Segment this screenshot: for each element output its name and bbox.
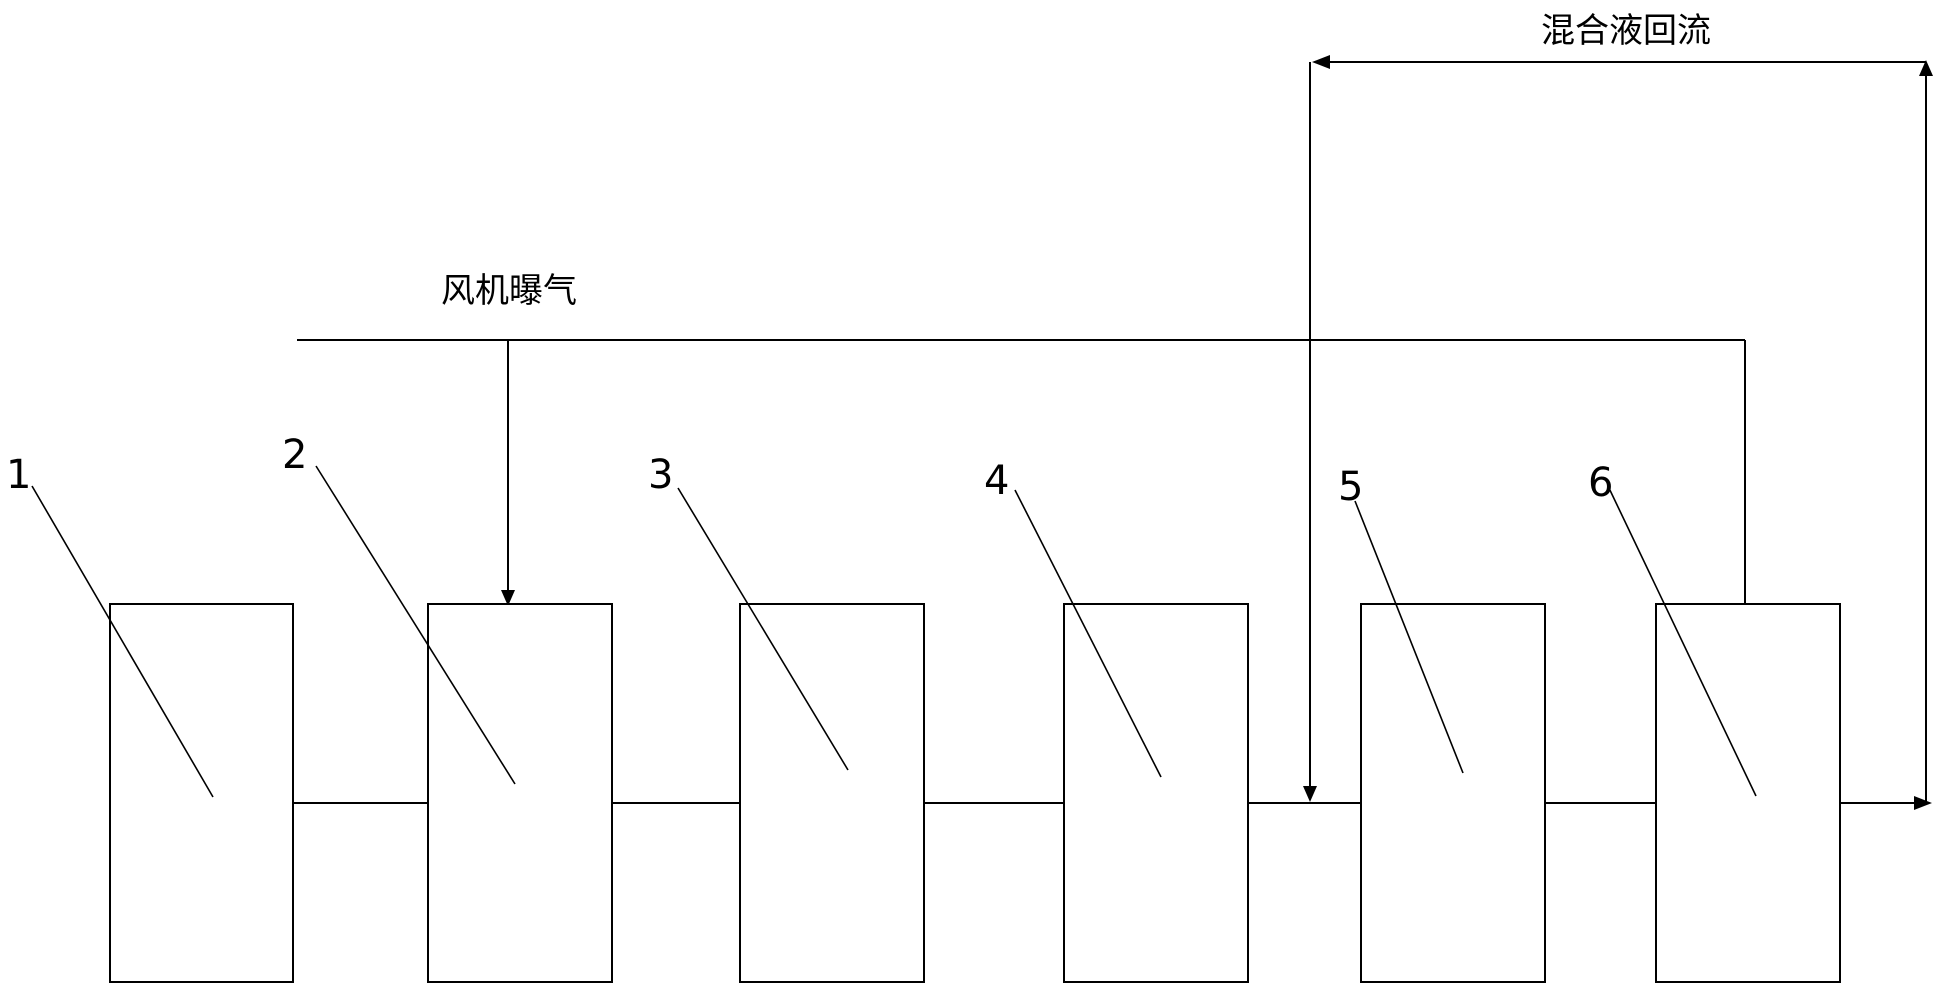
tank-1 — [109, 603, 294, 983]
recycle-up-arrowhead — [1919, 60, 1933, 76]
leader-line-3 — [677, 487, 849, 771]
leader-line-1 — [31, 485, 214, 798]
tank-number-6: 6 — [1588, 460, 1613, 506]
effluent-arrowhead — [1914, 796, 1932, 810]
recycle-left-arrowhead — [1312, 55, 1330, 69]
recycle-down-arrowhead — [1303, 786, 1317, 802]
tank-2 — [427, 603, 613, 983]
leader-line-5 — [1354, 500, 1464, 774]
tank-number-1: 1 — [6, 452, 31, 498]
tank-number-3: 3 — [648, 452, 673, 498]
tank-number-5: 5 — [1338, 464, 1363, 510]
leader-line-6 — [1607, 485, 1757, 797]
leader-line-2 — [315, 465, 516, 785]
tank-4 — [1063, 603, 1249, 983]
tank-number-2: 2 — [282, 432, 307, 478]
tank-number-4: 4 — [984, 458, 1009, 504]
tank-5 — [1360, 603, 1546, 983]
tank-6 — [1655, 603, 1841, 983]
tank-3 — [739, 603, 925, 983]
leader-line-4 — [1014, 489, 1162, 778]
recycle-label: 混合液回流 — [1541, 11, 1711, 51]
aeration-down-arrowhead — [501, 590, 515, 606]
aeration-label: 风机曝气 — [441, 271, 577, 311]
